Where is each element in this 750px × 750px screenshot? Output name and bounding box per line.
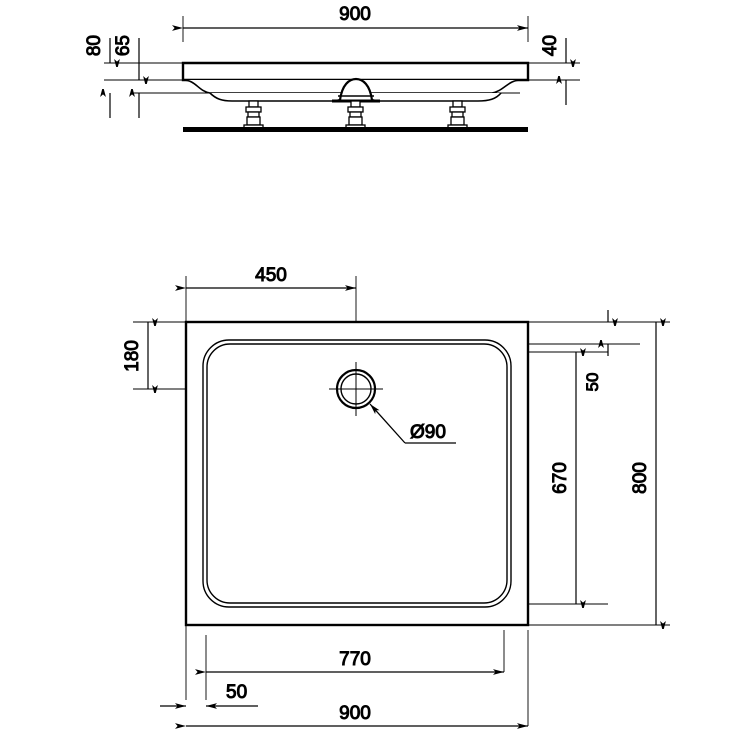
dimension-180-label: 180 <box>122 340 143 372</box>
dimension-900-top: 900 <box>172 4 529 42</box>
dimension-900-bottom-label: 900 <box>339 703 371 724</box>
dimension-450: 450 <box>175 265 356 291</box>
drain-diameter-callout: Ø90 <box>369 403 456 444</box>
elevation-view: 80 65 900 40 <box>84 4 580 132</box>
dimension-180: 180 <box>122 322 148 389</box>
dimension-770-label: 770 <box>339 649 371 670</box>
dimension-80-label: 80 <box>84 35 105 56</box>
tray-outline <box>184 320 530 627</box>
plan-view: 450 180 Ø90 <box>122 265 670 729</box>
dimension-65-label: 65 <box>113 35 134 56</box>
dimension-670: 670 <box>550 352 576 604</box>
dimension-800: 800 <box>630 322 656 625</box>
dimension-80: 80 <box>84 35 110 118</box>
centre-marks <box>329 362 383 416</box>
dimension-50-right-label: 50 <box>583 373 602 392</box>
dimension-40-label: 40 <box>540 35 561 56</box>
leg-right <box>447 100 468 130</box>
leg-center <box>345 100 366 130</box>
leg-left <box>243 100 264 130</box>
dimension-65: 65 <box>113 35 139 118</box>
dimension-450-label: 450 <box>255 265 287 286</box>
dimension-50-bottom: 50 <box>160 682 258 709</box>
drain-hole <box>329 362 383 416</box>
dimension-40: 40 <box>540 35 566 105</box>
dimension-50-right: 50 <box>583 310 608 392</box>
dimension-900-bottom: 900 <box>175 703 528 729</box>
tray-slab <box>181 61 530 82</box>
dimension-900-top-label: 900 <box>339 4 371 25</box>
dimension-670-label: 670 <box>550 462 571 494</box>
dimension-50-bottom-label: 50 <box>226 682 247 703</box>
drain-diameter-label: Ø90 <box>410 422 446 443</box>
dimension-800-label: 800 <box>630 462 651 494</box>
dimension-770: 770 <box>195 649 504 675</box>
basin-outline <box>202 339 512 608</box>
